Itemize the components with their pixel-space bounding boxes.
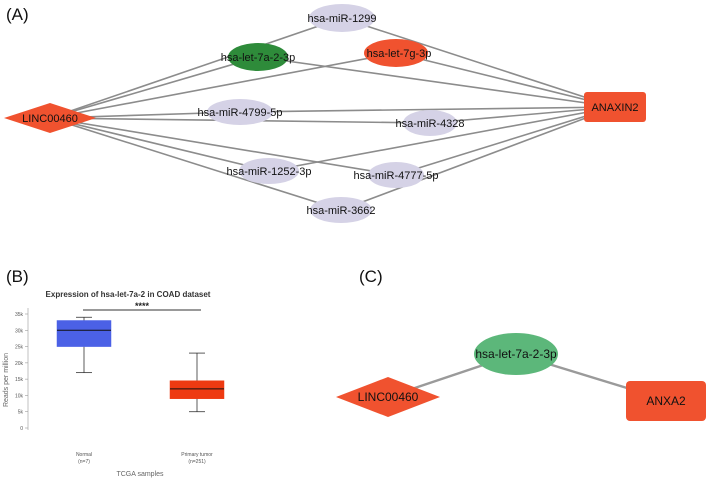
target-node-anaxin2: ANAXIN2 <box>584 92 646 122</box>
edge-lnc-let7g <box>49 52 397 119</box>
y-tick-label: 10k <box>15 393 24 399</box>
mirna-node-m1299: hsa-miR-1299 <box>307 4 377 32</box>
edge-lnc-m3662 <box>49 117 342 211</box>
edge-lnc-m1299 <box>49 17 343 119</box>
mirna-node-m1252: hsa-miR-1252-3p <box>227 158 312 184</box>
lncrna-node-linc00460-c: LINC00460 <box>336 377 440 417</box>
lncrna-node-label: LINC00460 <box>22 113 78 125</box>
edge-m3662-target <box>340 106 616 211</box>
panel-b-label: (B) <box>6 267 29 286</box>
category-count: (n=251) <box>188 459 206 465</box>
y-tick-label: 0 <box>20 426 23 432</box>
mirna-node-label: hsa-miR-1299 <box>307 13 376 25</box>
y-tick-label: 5k <box>18 410 24 416</box>
lncrna-node-shape <box>4 103 96 133</box>
network-c: hsa-let-7a-2-3p LINC00460 ANXA2 <box>336 333 706 421</box>
edge-lnc-m4777 <box>49 117 397 176</box>
box-iqr <box>169 380 225 399</box>
edge-let7g-target <box>395 52 616 108</box>
mirna-node-label: hsa-miR-3662 <box>306 205 375 217</box>
category-label: Normal <box>76 452 92 458</box>
target-node-shape <box>584 92 646 122</box>
mirna-node-shape <box>228 43 288 71</box>
target-node-label: ANXA2 <box>646 394 686 408</box>
mirna-node-shape <box>309 4 375 32</box>
edge-m4799-target <box>239 106 616 113</box>
mirna-node-m4328: hsa-miR-4328 <box>395 110 465 136</box>
y-tick-label: 35k <box>15 312 24 318</box>
edge-lnc-m1252 <box>49 117 270 172</box>
mirna-node-shape <box>364 39 428 67</box>
mirna-node-label: hsa-miR-4777-5p <box>354 170 439 182</box>
lncrna-node-linc00460: LINC00460 <box>4 103 96 133</box>
mirna-node-shape <box>207 99 273 125</box>
mirna-node-let7a-c: hsa-let-7a-2-3p <box>474 333 558 375</box>
box-normal <box>56 316 112 374</box>
category-labels: Normal(n=7) Primary tumor(n=251) <box>76 452 213 465</box>
mirna-node-label: hsa-miR-4328 <box>395 118 464 130</box>
mirna-node-shape <box>368 162 424 188</box>
edge-m1252-target <box>268 106 616 172</box>
chart-title: Expression of hsa-let-7a-2 in COAD datas… <box>46 290 211 299</box>
y-tick-label: 25k <box>15 345 24 351</box>
category-label: Primary tumor <box>181 452 213 458</box>
mirna-node-label: hsa-let-7g-3p <box>367 48 432 60</box>
mirna-node-label: hsa-let-7a-2-3p <box>221 52 296 64</box>
mirna-node-let7g: hsa-let-7g-3p <box>364 39 431 67</box>
y-axis-ticks: 0 5k 10k 15k 20k 25k 30k 35k <box>15 312 28 432</box>
panel-a-label: (A) <box>6 5 29 24</box>
edge-let7a-target <box>257 56 616 108</box>
mirna-node-shape <box>403 110 457 136</box>
target-node-label: ANAXIN2 <box>591 102 638 114</box>
edge-lnc-let7a <box>49 56 259 119</box>
mirna-node-label: hsa-miR-4799-5p <box>198 107 283 119</box>
target-node-anxa2-c: ANXA2 <box>626 381 706 421</box>
target-node-shape <box>626 381 706 421</box>
mirna-node-m4799: hsa-miR-4799-5p <box>198 99 283 125</box>
x-axis-label: TCGA samples <box>116 471 164 478</box>
edge-m1299-target <box>341 17 616 108</box>
network-a: hsa-miR-1299 hsa-let-7a-2-3p hsa-let-7g-… <box>4 4 646 223</box>
edge-m4777-target <box>395 106 616 176</box>
box-series <box>56 316 225 413</box>
y-axis-label: Reads per million <box>3 353 10 407</box>
lncrna-node-shape <box>336 377 440 417</box>
y-tick-label: 30k <box>15 328 24 334</box>
mirna-node-shape <box>239 158 299 184</box>
mirna-node-shape <box>474 333 558 375</box>
box-primary-tumor <box>169 352 225 413</box>
mirna-node-label: hsa-miR-1252-3p <box>227 166 312 178</box>
box-iqr <box>56 320 112 347</box>
lncrna-node-label: LINC00460 <box>358 390 419 404</box>
y-tick-label: 20k <box>15 361 24 367</box>
category-count: (n=7) <box>78 459 90 465</box>
significance-label: **** <box>135 301 150 311</box>
y-tick-label: 15k <box>15 377 24 383</box>
panel-c-label: (C) <box>359 267 383 286</box>
box-plot: Expression of hsa-let-7a-2 in COAD datas… <box>3 290 225 478</box>
mirna-node-m3662: hsa-miR-3662 <box>306 197 376 223</box>
mirna-node-let7a: hsa-let-7a-2-3p <box>221 43 296 71</box>
mirna-node-shape <box>310 197 372 223</box>
mirna-node-m4777: hsa-miR-4777-5p <box>354 162 439 188</box>
mirna-node-label: hsa-let-7a-2-3p <box>475 347 557 361</box>
